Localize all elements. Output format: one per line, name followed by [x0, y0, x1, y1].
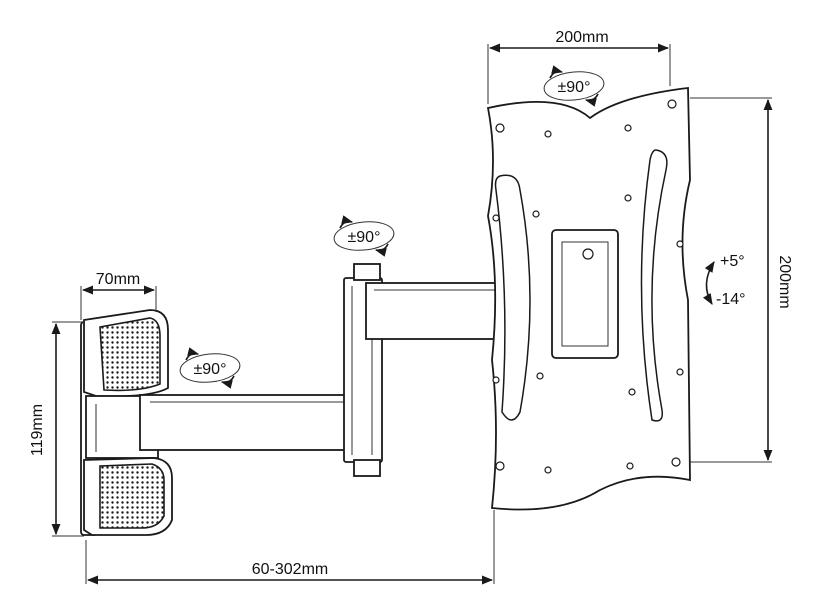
plate-swivel-badge: ±90° — [543, 65, 605, 107]
tilt-down-label: -14° — [716, 291, 746, 308]
plate-height-label: 200mm — [776, 255, 793, 308]
arm-extension-label: 60-302mm — [252, 561, 328, 578]
arm-joint-label: ±90° — [348, 229, 381, 246]
wall-joint-badge: ±90° — [179, 347, 241, 389]
plate-swivel-label: ±90° — [558, 79, 591, 96]
vesa-plate — [486, 86, 691, 511]
tilt-up-label: +5° — [720, 253, 745, 270]
tilt-indicator: +5° -14° — [702, 253, 746, 308]
arm-joint-badge: ±90° — [333, 215, 395, 257]
wall-joint-label: ±90° — [194, 361, 227, 378]
plate-width-label: 200mm — [555, 29, 608, 46]
wall-plate-width-label: 70mm — [96, 271, 140, 288]
wall-plate-height-label: 119mm — [29, 404, 46, 456]
